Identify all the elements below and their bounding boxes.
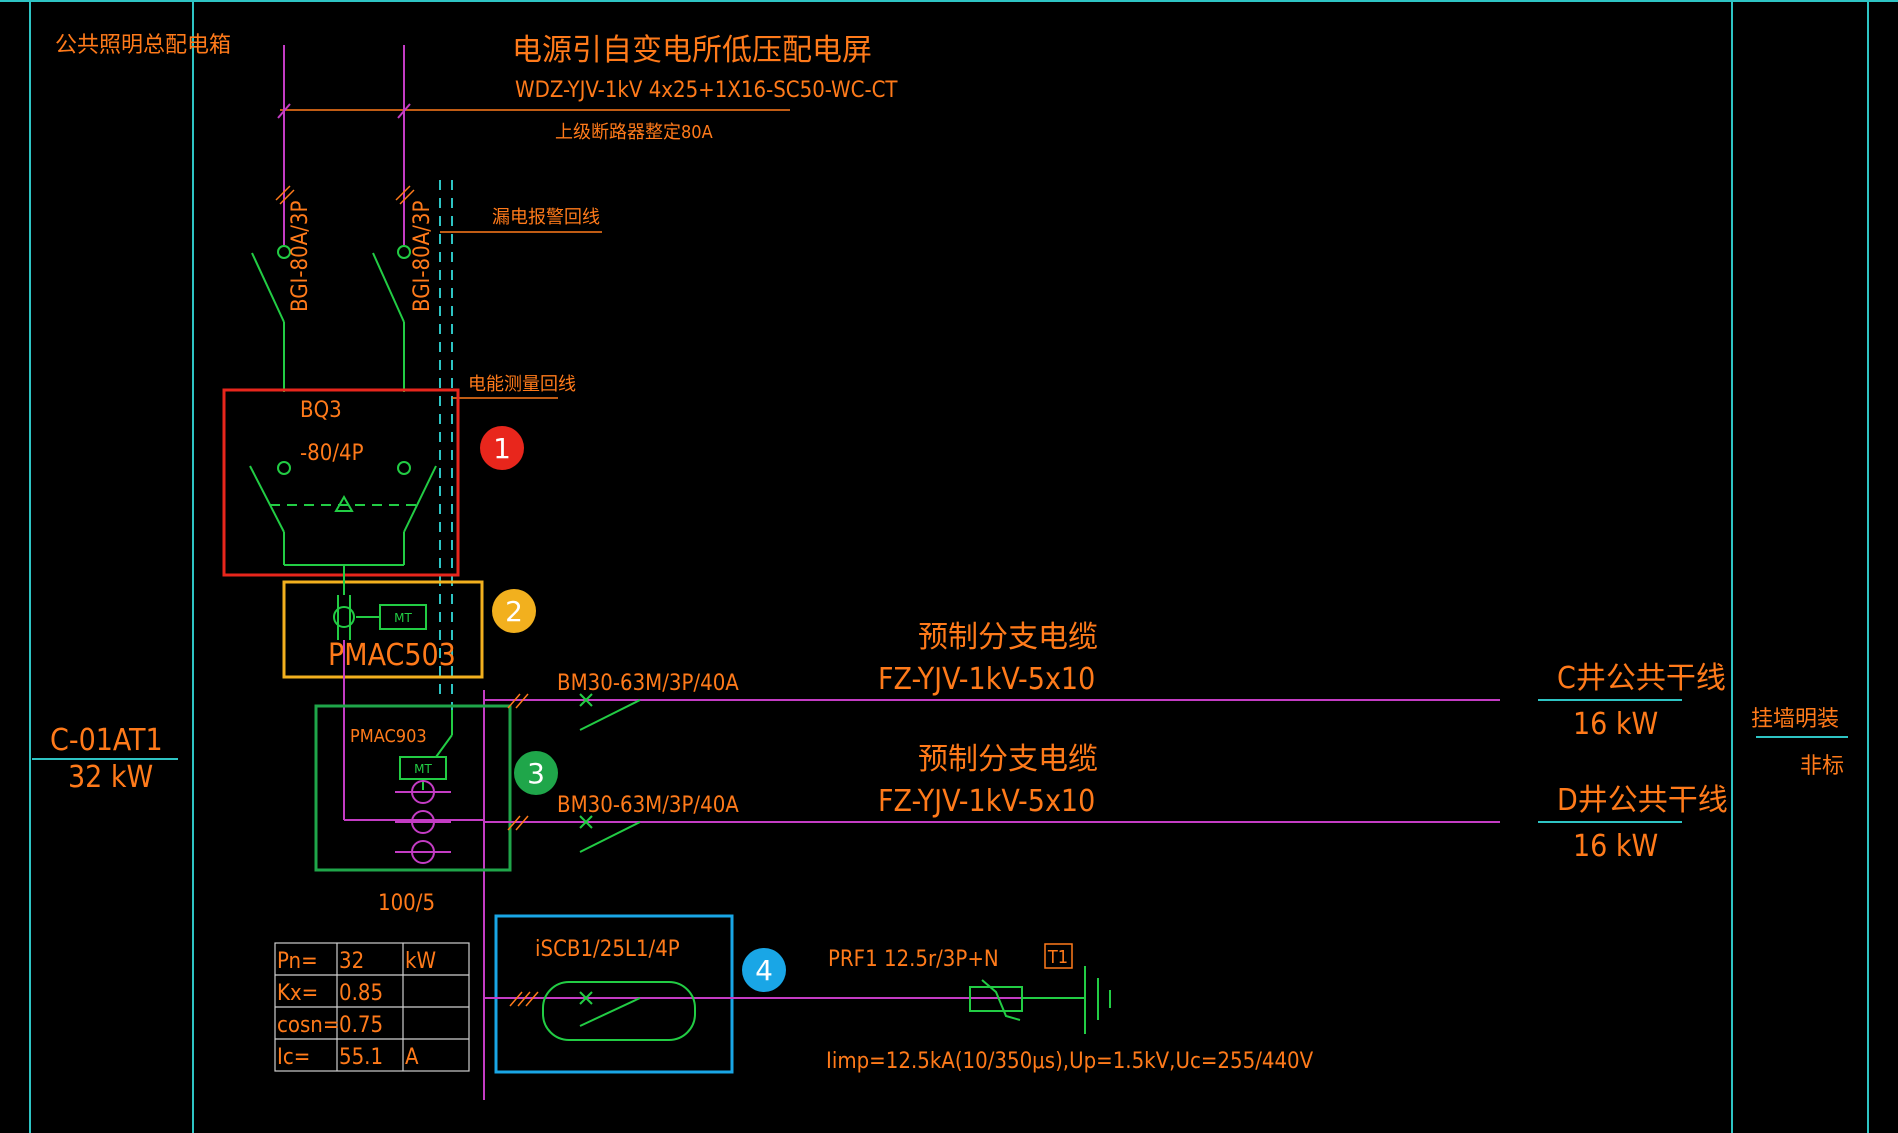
- spd-tag: T1: [1047, 947, 1068, 968]
- spd-tag-box: [1044, 943, 1073, 969]
- spd-ticks: [509, 991, 539, 1007]
- highlight-box-3: [314, 704, 512, 872]
- install-note: 非标: [1800, 754, 1844, 779]
- spd-breaker-label: iSCB1/25L1/4P: [535, 937, 680, 962]
- upstream-breaker: 上级断路器整定80A: [555, 122, 713, 143]
- meter-2-model: PMAC903: [350, 726, 427, 747]
- marker-1: 1: [480, 426, 524, 470]
- highlight-box-1: [222, 388, 460, 577]
- highlight-box-4: [494, 914, 734, 1074]
- load-key-1: Kx=: [277, 981, 318, 1006]
- branch-2-ticks: [507, 815, 529, 831]
- breaker-1-label: BGI-80A/3P: [288, 201, 313, 312]
- branch-1-dest: C井公共干线: [1557, 661, 1726, 696]
- ats-label-2: -80/4P: [300, 441, 364, 466]
- main-bus: [343, 640, 485, 1100]
- breaker-1-symbol[interactable]: [251, 245, 291, 392]
- branch-2-power: 16 kW: [1573, 829, 1658, 864]
- energy-meter-label: 电能测量回线: [468, 374, 576, 395]
- incoming-phases: [277, 45, 411, 245]
- install-mode: 挂墙明装: [1751, 707, 1839, 732]
- branch-1-power: 16 kW: [1573, 707, 1658, 742]
- svg-text:3: 3: [527, 757, 545, 790]
- breaker-2-symbol[interactable]: [372, 245, 411, 392]
- spd-spec: Iimp=12.5kA(10/350μs),Up=1.5kV,Uc=255/44…: [826, 1049, 1314, 1074]
- fire-alarm-label: 漏电报警回线: [492, 207, 600, 228]
- load-key-3: Ic=: [277, 1045, 310, 1070]
- branch-1-breaker[interactable]: [579, 693, 641, 731]
- branch-2-cable-name: 预制分支电缆: [918, 742, 1098, 777]
- surge-protector-symbol[interactable]: [969, 966, 1111, 1034]
- load-unit-3: A: [405, 1045, 419, 1070]
- marker-2: 2: [492, 589, 536, 633]
- incoming-source: 电源引自变电所低压配电屏: [512, 33, 872, 68]
- load-val-3: 55.1: [339, 1045, 383, 1070]
- branch-1-breaker-label: BM30-63M/3P/40A: [557, 671, 739, 696]
- spd-breaker-symbol[interactable]: [542, 981, 696, 1041]
- load-key-0: Pn=: [277, 949, 318, 974]
- branch-2-breaker[interactable]: [579, 815, 641, 853]
- meter-2-symbol[interactable]: [399, 710, 453, 790]
- load-val-1: 0.85: [339, 981, 383, 1006]
- highlight-box-2: [282, 580, 484, 679]
- load-key-2: cosn=: [277, 1013, 339, 1038]
- svg-text:2: 2: [505, 595, 523, 628]
- meter-2-mt: MT: [414, 762, 432, 776]
- breaker-ticks: [275, 185, 415, 205]
- breaker-2-label: BGI-80A/3P: [410, 201, 435, 312]
- meter-1-model: PMAC503: [328, 638, 456, 673]
- panel-id: C-01AT1: [50, 723, 163, 758]
- load-val-0: 32: [339, 949, 364, 974]
- branch-2-breaker-label: BM30-63M/3P/40A: [557, 793, 739, 818]
- load-val-2: 0.75: [339, 1013, 383, 1038]
- ct-ratio: 100/5: [378, 891, 435, 916]
- branch-1-cable-name: 预制分支电缆: [918, 620, 1098, 655]
- ats-symbol[interactable]: [249, 461, 437, 566]
- ct-symbols[interactable]: [395, 780, 451, 864]
- marker-4: 4: [742, 948, 786, 992]
- branch-1-cable: FZ-YJV-1kV-5x10: [878, 662, 1095, 697]
- load-table: Pn= 32 kW Kx= 0.85 cosn= 0.75 Ic= 55.1 A: [274, 942, 470, 1072]
- ats-label-1: BQ3: [300, 398, 342, 423]
- svg-text:1: 1: [493, 432, 511, 465]
- incoming-cable: WDZ-YJV-1kV 4x25+1X16-SC50-WC-CT: [515, 78, 898, 103]
- branch-1-ticks: [507, 693, 529, 709]
- spd-model: PRF1 12.5r/3P+N: [828, 947, 999, 972]
- meter-1-mt: MT: [394, 611, 412, 625]
- panel-power: 32 kW: [68, 760, 153, 795]
- load-unit-0: kW: [405, 949, 436, 974]
- branch-2-cable: FZ-YJV-1kV-5x10: [878, 784, 1095, 819]
- control-dashed-lines: [439, 180, 453, 710]
- svg-text:4: 4: [755, 954, 773, 987]
- branch-2-dest: D井公共干线: [1557, 783, 1728, 818]
- marker-3: 3: [514, 751, 558, 795]
- panel-name: 公共照明总配电箱: [55, 33, 231, 58]
- meter-1-symbol[interactable]: [333, 565, 427, 640]
